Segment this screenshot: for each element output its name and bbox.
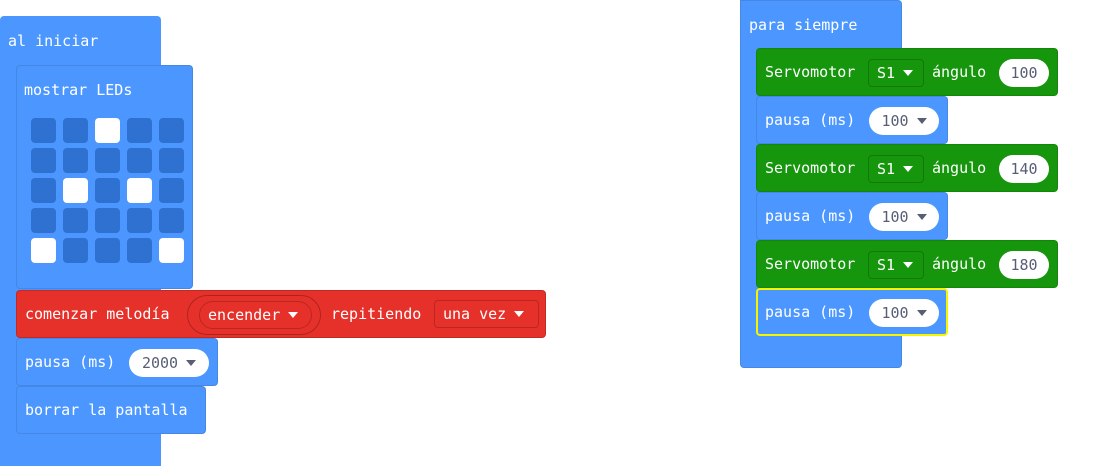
pause-label: pausa (ms) [25,353,116,371]
led-r1-c0[interactable] [31,148,56,173]
pause-label: pausa (ms) [765,303,856,321]
chevron-down-icon [916,310,927,316]
repeat-label: repitiendo [331,305,422,323]
led-r3-c0[interactable] [31,208,56,233]
led-r1-c1[interactable] [63,148,88,173]
chevron-down-icon [288,312,299,318]
angle-value: 100 [1010,64,1038,82]
pause-block[interactable]: pausa (ms) 2000 [16,338,218,386]
led-r2-c1[interactable] [63,178,88,203]
angle-label: ángulo [932,63,987,81]
servo-label: Servomotor [765,159,856,177]
chevron-down-icon [514,311,525,317]
show-leds-label: mostrar LEDs [24,81,133,99]
servo-block-1[interactable]: Servomotor S1 ángulo 100 [756,48,1058,96]
pause-value: 100 [881,112,909,130]
led-r0-c1[interactable] [63,118,88,143]
angle-value: 180 [1010,256,1038,274]
repeat-value: una vez [443,305,507,323]
pause-value: 100 [881,208,909,226]
chevron-down-icon [916,118,927,124]
servo-label: Servomotor [765,255,856,273]
servo-pin-dropdown[interactable]: S1 [868,251,924,279]
angle-value: 140 [1010,160,1038,178]
led-r1-c3[interactable] [127,148,152,173]
melody-dropdown[interactable]: encender [187,295,321,335]
led-r4-c0[interactable] [31,238,56,263]
servo-block-3[interactable]: Servomotor S1 ángulo 180 [756,240,1058,288]
led-r4-c2[interactable] [95,238,120,263]
pause-block-2[interactable]: pausa (ms) 100 [756,192,948,240]
led-r0-c4[interactable] [159,118,184,143]
led-r3-c1[interactable] [63,208,88,233]
servo-block-2[interactable]: Servomotor S1 ángulo 140 [756,144,1058,192]
angle-input[interactable]: 180 [999,251,1049,279]
clear-screen-label: borrar la pantalla [25,401,188,419]
led-r0-c3[interactable] [127,118,152,143]
forever-label: para siempre [749,16,858,34]
pause-value: 2000 [141,354,179,372]
start-melody-block[interactable]: comenzar melodía encender repitiendo una… [16,290,546,338]
led-r2-c3[interactable] [127,178,152,203]
pause-label: pausa (ms) [765,111,856,129]
chevron-down-icon [916,214,927,220]
angle-input[interactable]: 140 [999,155,1049,183]
show-leds-block[interactable]: mostrar LEDs [16,65,193,289]
led-r2-c4[interactable] [159,178,184,203]
chevron-down-icon [903,262,914,268]
pause-value: 100 [881,304,909,322]
led-r3-c3[interactable] [127,208,152,233]
led-r0-c0[interactable] [31,118,56,143]
led-r3-c2[interactable] [95,208,120,233]
servo-pin-value: S1 [877,160,896,178]
pause-value-dropdown[interactable]: 100 [869,107,939,135]
melody-value: encender [208,306,281,324]
led-r0-c2[interactable] [95,118,120,143]
angle-label: ángulo [932,255,987,273]
led-r2-c2[interactable] [95,178,120,203]
chevron-down-icon [903,70,914,76]
chevron-down-icon [903,166,914,172]
pause-block-1[interactable]: pausa (ms) 100 [756,96,948,144]
repeat-dropdown[interactable]: una vez [434,300,539,328]
led-r4-c3[interactable] [127,238,152,263]
led-r4-c4[interactable] [159,238,184,263]
start-melody-label: comenzar melodía [25,305,170,323]
led-r3-c4[interactable] [159,208,184,233]
led-grid[interactable] [31,118,187,268]
led-r2-c0[interactable] [31,178,56,203]
pause-block-3-selected[interactable]: pausa (ms) 100 [756,288,948,336]
servo-pin-dropdown[interactable]: S1 [868,155,924,183]
led-r1-c4[interactable] [159,148,184,173]
chevron-down-icon [186,360,197,366]
on-start-label: al iniciar [8,32,99,50]
clear-screen-block[interactable]: borrar la pantalla [16,386,206,434]
led-r1-c2[interactable] [95,148,120,173]
led-r4-c1[interactable] [63,238,88,263]
pause-label: pausa (ms) [765,207,856,225]
servo-pin-dropdown[interactable]: S1 [868,59,924,87]
pause-value-dropdown[interactable]: 100 [869,299,939,327]
pause-value-dropdown[interactable]: 2000 [129,349,209,377]
pause-value-dropdown[interactable]: 100 [869,203,939,231]
servo-pin-value: S1 [877,256,896,274]
servo-pin-value: S1 [877,64,896,82]
servo-label: Servomotor [765,63,856,81]
angle-label: ángulo [932,159,987,177]
angle-input[interactable]: 100 [999,59,1049,87]
